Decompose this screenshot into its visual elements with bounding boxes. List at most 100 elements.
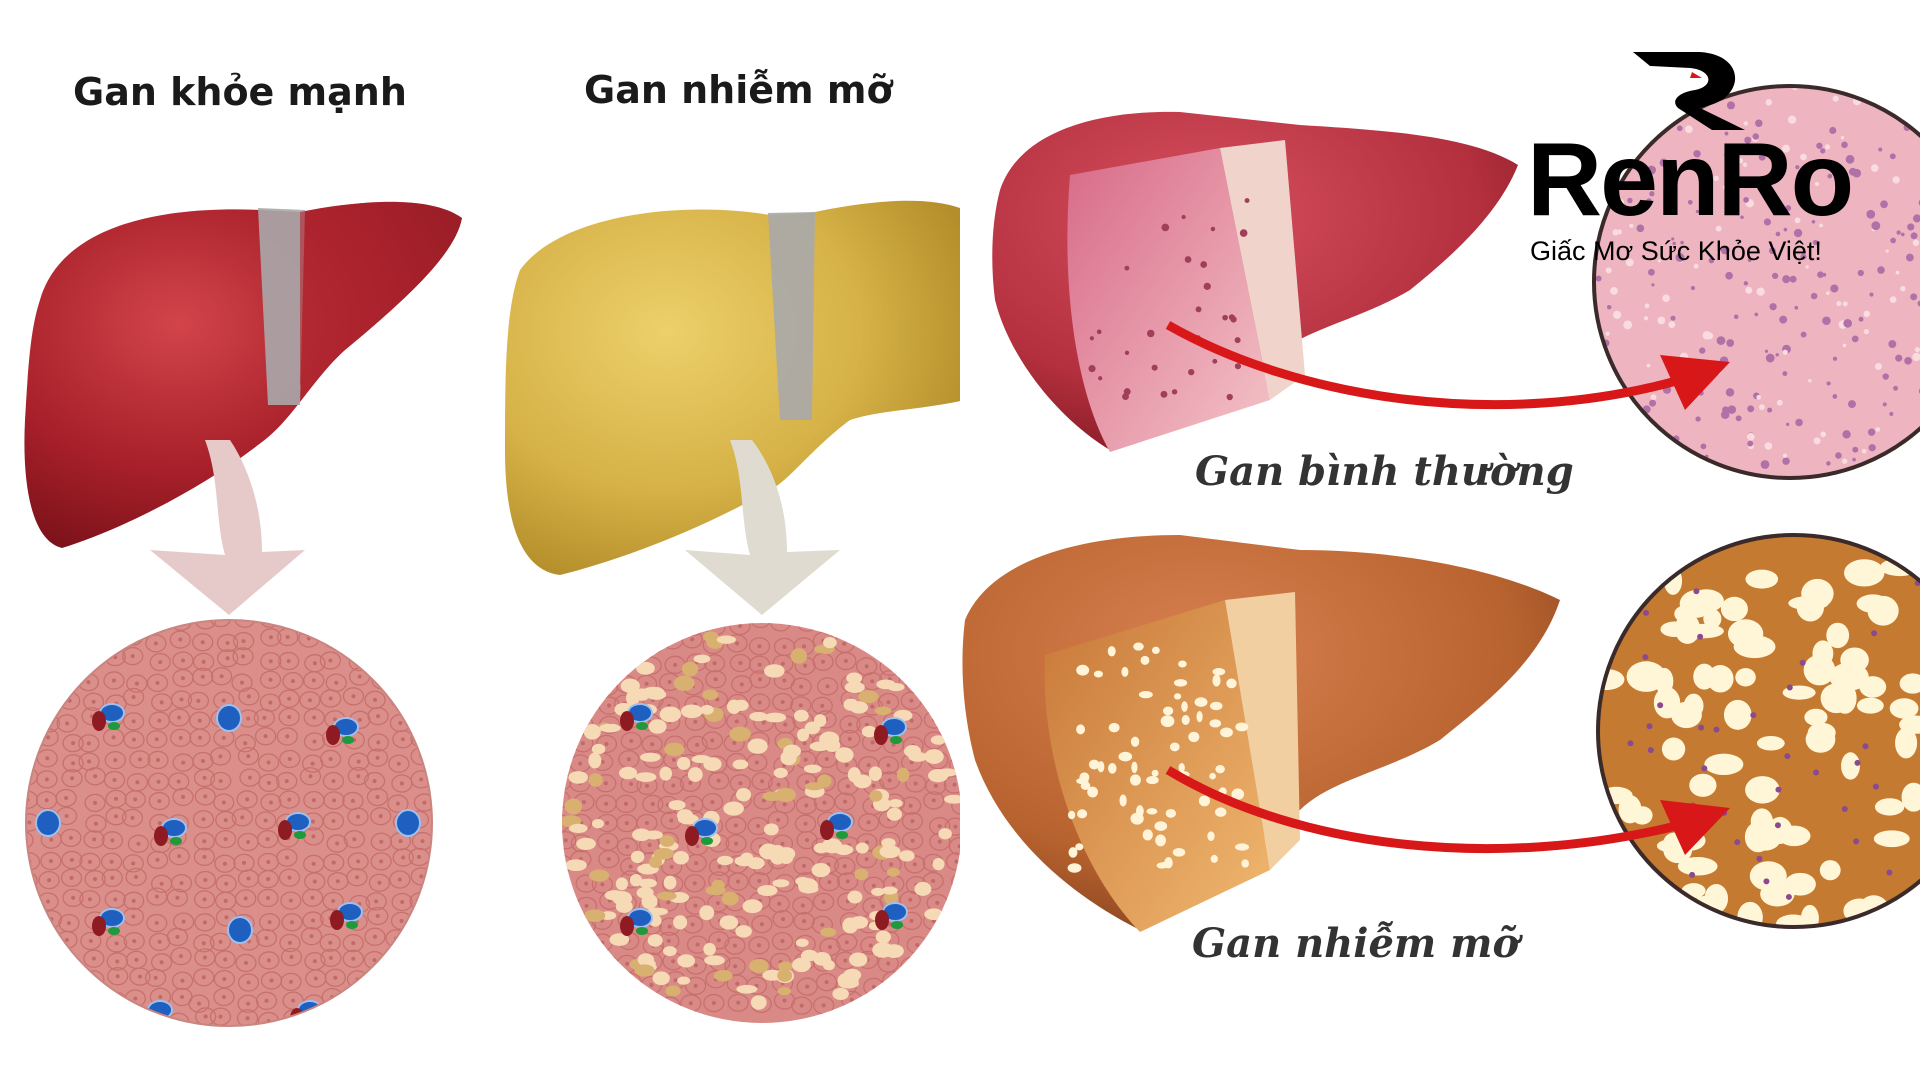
tissue-cell (26, 628, 35, 647)
cell-nucleus (954, 722, 959, 727)
tissue-cell (749, 670, 771, 689)
cell-nucleus (624, 638, 629, 643)
tissue-cell (149, 652, 171, 672)
tissue-cell (123, 932, 145, 951)
section-fat-dot (1121, 666, 1129, 677)
cell-nucleus (71, 761, 76, 766)
cell-nucleus (91, 699, 96, 704)
tissue-dot (1657, 259, 1661, 263)
fat-droplet (591, 743, 606, 755)
cell-nucleus (957, 763, 960, 768)
cell-nucleus (27, 820, 32, 825)
tissue-dot (1822, 316, 1831, 326)
tissue-cell (575, 696, 597, 715)
fat-droplet (653, 847, 674, 860)
section-fat-dot (1235, 722, 1249, 732)
cell-nucleus (69, 675, 74, 680)
cell-nucleus (26, 698, 31, 703)
normal-liver-caption: Gan bình thường (1195, 448, 1574, 495)
tissue-cell (812, 892, 835, 912)
tissue-cell (145, 968, 167, 988)
cell-nucleus (86, 680, 91, 685)
tissue-cell (370, 649, 392, 668)
fat-droplet (618, 766, 638, 780)
fat-droplet (564, 798, 583, 815)
tissue-dot (1841, 805, 1848, 812)
fat-droplet (1804, 708, 1828, 726)
fat-droplet (676, 756, 691, 770)
tissue-cell (103, 671, 125, 690)
tissue-dot (1858, 316, 1864, 322)
cell-nucleus (418, 679, 423, 684)
cell-nucleus (931, 919, 936, 924)
tissue-cell (187, 691, 210, 711)
fat-droplet (1819, 860, 1841, 881)
fat-droplet (804, 721, 821, 735)
cell-nucleus (202, 854, 207, 859)
cell-nucleus (66, 921, 71, 926)
tissue-dot (1756, 855, 1763, 862)
tissue-dot (1724, 131, 1729, 136)
cell-nucleus (891, 881, 896, 886)
cell-nucleus (26, 719, 30, 724)
tissue-dot (1639, 178, 1648, 187)
tissue-dot (1725, 388, 1735, 397)
cell-nucleus (581, 800, 586, 805)
tissue-dot (1750, 712, 1757, 719)
tissue-cell (877, 756, 900, 775)
cell-nucleus (603, 781, 608, 786)
tissue-cell (85, 814, 107, 833)
tissue-dot (1716, 250, 1720, 254)
tissue-dot (1706, 332, 1714, 340)
tissue-cell (60, 868, 83, 888)
tissue-cell (411, 620, 432, 633)
cell-nucleus (396, 761, 401, 766)
cell-nucleus (335, 879, 340, 884)
cell-nucleus (156, 779, 161, 784)
fat-droplet (872, 942, 894, 958)
cell-nucleus (93, 877, 98, 882)
tissue-dot (1746, 432, 1755, 441)
fat-droplet (648, 719, 667, 734)
fat-droplet (772, 879, 790, 888)
tissue-cell (818, 872, 841, 892)
tissue-dot (1747, 258, 1752, 263)
cell-nucleus (936, 960, 941, 965)
cell-nucleus (604, 801, 609, 806)
cell-nucleus (715, 697, 720, 702)
cell-nucleus (952, 938, 957, 943)
artery (278, 820, 292, 840)
cell-nucleus (578, 997, 583, 1002)
tissue-cell (320, 689, 342, 708)
section-fat-dot (1133, 642, 1144, 651)
cell-nucleus (266, 877, 271, 882)
fat-droplet (879, 845, 901, 859)
cell-nucleus (159, 960, 164, 965)
bile-duct (108, 927, 120, 935)
cell-nucleus (46, 638, 51, 643)
fat-droplet (792, 957, 811, 973)
tissue-cell (82, 692, 105, 711)
cell-nucleus (930, 1001, 935, 1006)
cell-nucleus (333, 975, 338, 980)
section-fat-dot (1138, 690, 1153, 699)
cell-nucleus (222, 861, 227, 866)
fat-droplet (1807, 722, 1836, 743)
fat-droplet (1749, 861, 1787, 891)
fat-droplet (677, 954, 696, 968)
cell-nucleus (820, 703, 825, 708)
fat-droplet (699, 905, 715, 921)
cell-nucleus (957, 844, 960, 849)
tissue-cell (105, 807, 127, 826)
tissue-cell (899, 890, 921, 910)
tissue-cell (591, 996, 613, 1015)
cell-nucleus (584, 641, 589, 646)
tissue-dot (1862, 743, 1869, 750)
tissue-cell (882, 993, 904, 1012)
cell-nucleus (289, 954, 294, 959)
tissue-cell (410, 989, 432, 1008)
cell-nucleus (91, 956, 96, 961)
tissue-dot (1805, 265, 1809, 269)
fat-droplet (642, 686, 665, 697)
cell-nucleus (221, 698, 226, 703)
